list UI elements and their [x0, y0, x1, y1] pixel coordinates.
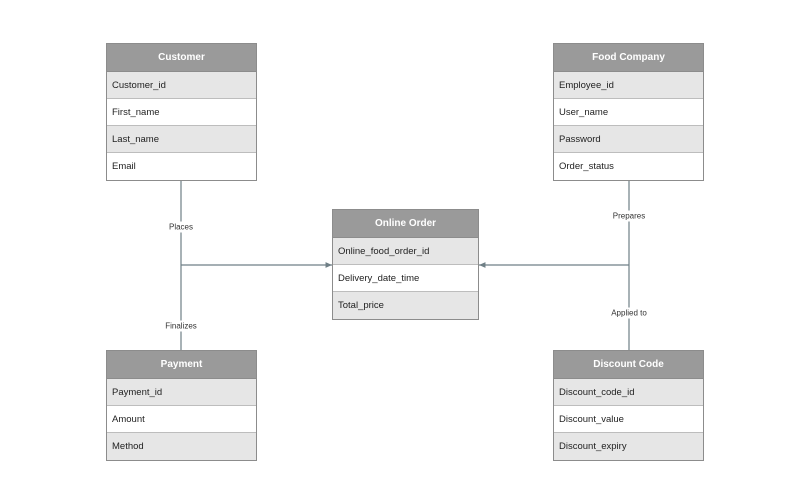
entity-discount-code[interactable]: Discount Code Discount_code_id Discount_…: [553, 350, 704, 461]
relationship-label-prepares: Prepares: [610, 210, 648, 222]
entity-food-company[interactable]: Food Company Employee_id User_name Passw…: [553, 43, 704, 181]
attribute-row: Password: [554, 126, 703, 153]
entity-title: Payment: [107, 351, 256, 379]
attribute-row: Discount_expiry: [554, 433, 703, 460]
attribute-row: Email: [107, 153, 256, 180]
entity-payment[interactable]: Payment Payment_id Amount Method: [106, 350, 257, 461]
attribute-row: Amount: [107, 406, 256, 433]
attribute-row: First_name: [107, 99, 256, 126]
attribute-row: Delivery_date_time: [333, 265, 478, 292]
entity-title: Online Order: [333, 210, 478, 238]
entity-title: Discount Code: [554, 351, 703, 379]
attribute-row: Customer_id: [107, 72, 256, 99]
entity-title: Customer: [107, 44, 256, 72]
attribute-row: Total_price: [333, 292, 478, 319]
attribute-row: Discount_value: [554, 406, 703, 433]
relationship-label-applied-to: Applied to: [609, 307, 649, 319]
entity-online-order[interactable]: Online Order Online_food_order_id Delive…: [332, 209, 479, 320]
attribute-row: Method: [107, 433, 256, 460]
attribute-row: Employee_id: [554, 72, 703, 99]
attribute-row: Payment_id: [107, 379, 256, 406]
entity-title: Food Company: [554, 44, 703, 72]
attribute-row: Discount_code_id: [554, 379, 703, 406]
attribute-row: Order_status: [554, 153, 703, 180]
attribute-row: Last_name: [107, 126, 256, 153]
entity-customer[interactable]: Customer Customer_id First_name Last_nam…: [106, 43, 257, 181]
relationship-label-finalizes: Finalizes: [163, 320, 199, 332]
relationship-label-places: Places: [166, 221, 196, 233]
attribute-row: Online_food_order_id: [333, 238, 478, 265]
attribute-row: User_name: [554, 99, 703, 126]
